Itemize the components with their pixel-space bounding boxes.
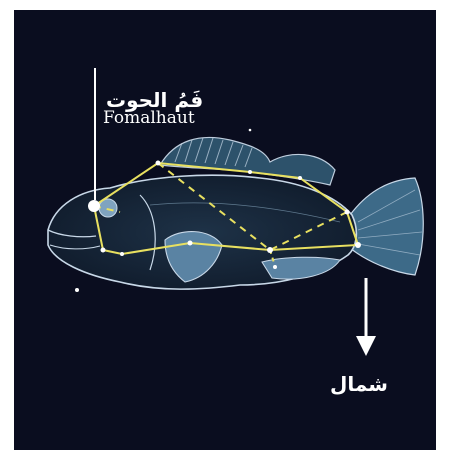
- north-direction-label: شمال: [330, 372, 388, 396]
- star: [273, 265, 277, 269]
- north-arrow-icon: [356, 278, 376, 356]
- fish-drawing: [48, 137, 423, 289]
- star: [267, 247, 273, 253]
- star: [188, 241, 193, 246]
- star: [75, 288, 79, 292]
- star-label-latin: Fomalhaut: [103, 108, 195, 128]
- star: [101, 248, 106, 253]
- star: [298, 176, 302, 180]
- star: [248, 170, 252, 174]
- star: [156, 161, 161, 166]
- star: [355, 242, 361, 248]
- star-fomalhaut: [88, 200, 100, 212]
- tail-fin: [350, 178, 423, 275]
- star: [120, 252, 124, 256]
- star: [345, 210, 350, 215]
- star: [249, 129, 252, 132]
